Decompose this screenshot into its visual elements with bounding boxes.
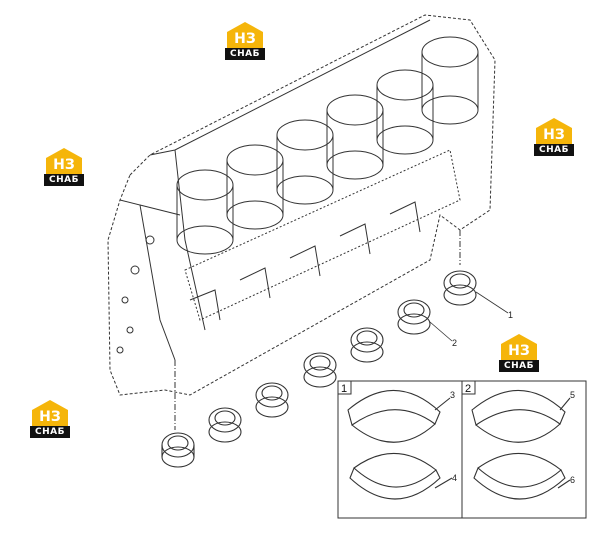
lower-shell-1 [349,467,441,500]
callout-1: 1 [508,310,513,320]
brand-logo: НЗ СНАБ [28,398,72,442]
callout-4: 4 [452,473,457,483]
brand-logo: НЗ СНАБ [223,20,267,64]
logo-badge: СНАБ [44,174,84,186]
lower-shell-2 [473,467,566,500]
callout-6: 6 [570,475,575,485]
logo-badge: СНАБ [225,48,265,60]
callout-3: 3 [450,390,455,400]
inset-box-2-label: 2 [465,383,471,395]
logo-mark: НЗ [53,157,75,173]
brand-logo: НЗ СНАБ [42,146,86,190]
brand-logo: НЗ СНАБ [497,332,541,376]
logo-mark: НЗ [508,343,530,359]
logo-mark: НЗ [234,31,256,47]
callout-5: 5 [570,390,575,400]
callout-2: 2 [452,338,457,348]
block-outline [107,14,496,396]
logo-mark: НЗ [39,409,61,425]
brand-logo: НЗ СНАБ [532,116,576,160]
upper-shell-2 [471,390,566,426]
cylinder-bores [176,36,479,255]
logo-mark: НЗ [543,127,565,143]
inset-panel [337,380,587,519]
logo-badge: СНАБ [534,144,574,156]
inset-box-1-label: 1 [341,383,347,395]
logo-badge: СНАБ [499,360,539,372]
upper-shell-1 [347,390,441,426]
main-bearing-row [161,270,477,468]
logo-badge: СНАБ [30,426,70,438]
